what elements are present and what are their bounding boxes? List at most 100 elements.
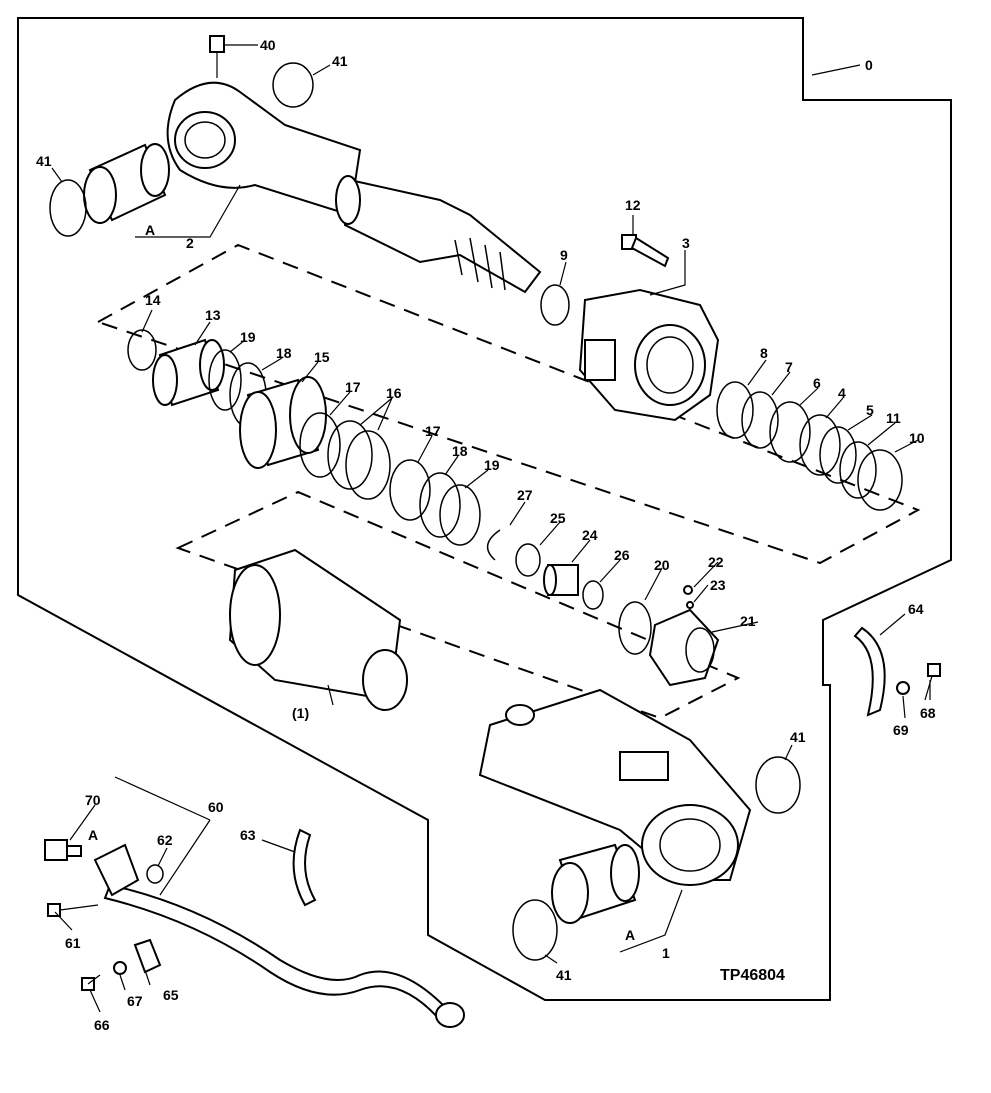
callout-69: 69 [893, 722, 909, 738]
callout-21: 21 [740, 613, 756, 629]
grease-fitting [209, 35, 225, 78]
callout-41-bottom: 41 [556, 967, 572, 983]
callout-9: 9 [560, 247, 568, 263]
callout-63: 63 [240, 827, 256, 843]
callout-68: 68 [920, 705, 936, 721]
ring-19-b [439, 484, 481, 546]
ring-6 [769, 401, 811, 463]
ring-16-b [345, 430, 391, 500]
grease-tube [103, 883, 450, 1022]
rod-shaft [335, 175, 542, 294]
retaining-ring-27 [486, 529, 501, 561]
ring-14 [127, 329, 157, 371]
piston-15 [239, 376, 327, 469]
callout-5: 5 [866, 402, 874, 418]
callout-62: 62 [157, 832, 173, 848]
callout-67: 67 [127, 993, 143, 1009]
seal-ring-41-bottom [512, 899, 558, 961]
o-ring-62 [146, 864, 164, 884]
callout-19-b: 19 [484, 457, 500, 473]
callout-66: 66 [94, 1017, 110, 1033]
rod-eye [166, 81, 362, 217]
seal-ring-41-top-left [49, 179, 87, 237]
callout-65: 65 [163, 987, 179, 1003]
clamp-63 [292, 828, 317, 907]
ring-11 [839, 441, 877, 499]
ring-4 [799, 414, 841, 476]
callout-27: 27 [517, 487, 533, 503]
cap-screw [621, 234, 670, 268]
seal-ring-41-right [755, 756, 801, 814]
bushing-13 [152, 338, 225, 407]
callout-41-right: 41 [790, 729, 806, 745]
ring-20 [618, 601, 652, 655]
callout-4: 4 [838, 385, 846, 401]
callout-10: 10 [909, 430, 925, 446]
ring-17-b [389, 459, 431, 521]
callout-8: 8 [760, 345, 768, 361]
callout-41-top: 41 [332, 53, 348, 69]
callout-paren-1: (1) [292, 705, 309, 721]
washer-67 [113, 961, 127, 975]
callout-41-left: 41 [36, 153, 52, 169]
bushing-top [83, 143, 170, 224]
assembly-boundary [17, 17, 952, 1001]
callout-17-b: 17 [425, 423, 441, 439]
ring-10 [857, 449, 903, 511]
seal-kit-outline [95, 243, 921, 565]
callout-A-top: A [145, 222, 155, 238]
callout-18-a: 18 [276, 345, 292, 361]
cap-screw-68 [924, 663, 941, 701]
callout-3: 3 [682, 235, 690, 251]
callout-2: 2 [186, 235, 194, 251]
ball-23 [686, 601, 694, 609]
callout-15: 15 [314, 349, 330, 365]
callout-labels: 40 41 41 A 2 0 12 3 9 14 13 19 18 15 17 … [36, 37, 936, 1033]
callout-1: 1 [662, 945, 670, 961]
callout-13: 13 [205, 307, 221, 323]
clamp-65 [133, 938, 162, 974]
ring-7 [741, 391, 779, 449]
leader-lines [51, 44, 931, 1013]
nut-21 [648, 608, 720, 687]
piston-cylinder-1 [228, 548, 408, 711]
callout-22: 22 [708, 554, 724, 570]
ring-17 [299, 412, 341, 478]
ring-16-a [327, 420, 373, 490]
o-ring-9 [540, 284, 570, 326]
ring-25 [515, 543, 541, 577]
washer-69 [896, 681, 910, 695]
screw-22 [683, 585, 693, 595]
callout-6: 6 [813, 375, 821, 391]
ring-8 [716, 381, 754, 439]
callout-16: 16 [386, 385, 402, 401]
bushing-24 [543, 564, 579, 596]
cylinder-barrel [478, 688, 752, 886]
callout-0: 0 [865, 57, 873, 73]
plug-70 [44, 839, 82, 861]
cylinder-head [578, 288, 720, 422]
callout-26: 26 [614, 547, 630, 563]
callout-14: 14 [145, 292, 161, 308]
callout-11: 11 [886, 410, 901, 426]
callout-23: 23 [710, 577, 726, 593]
callout-24: 24 [582, 527, 598, 543]
ring-19 [208, 349, 242, 411]
callout-A-bottom: A [625, 927, 635, 943]
figure-id: TP46804 [720, 967, 785, 984]
callout-61: 61 [65, 935, 81, 951]
piston-kit-outline [175, 490, 741, 720]
callout-64: 64 [908, 601, 924, 617]
callout-70: 70 [85, 792, 101, 808]
ring-5 [819, 426, 857, 484]
seal-ring-41-top [272, 62, 314, 108]
callout-20: 20 [654, 557, 670, 573]
callout-7: 7 [785, 359, 793, 375]
cap-screw-61 [47, 903, 99, 917]
clamp-64 [853, 626, 886, 717]
ring-26 [582, 580, 604, 610]
callout-40: 40 [260, 37, 276, 53]
callout-25: 25 [550, 510, 566, 526]
flange-block [93, 843, 140, 897]
